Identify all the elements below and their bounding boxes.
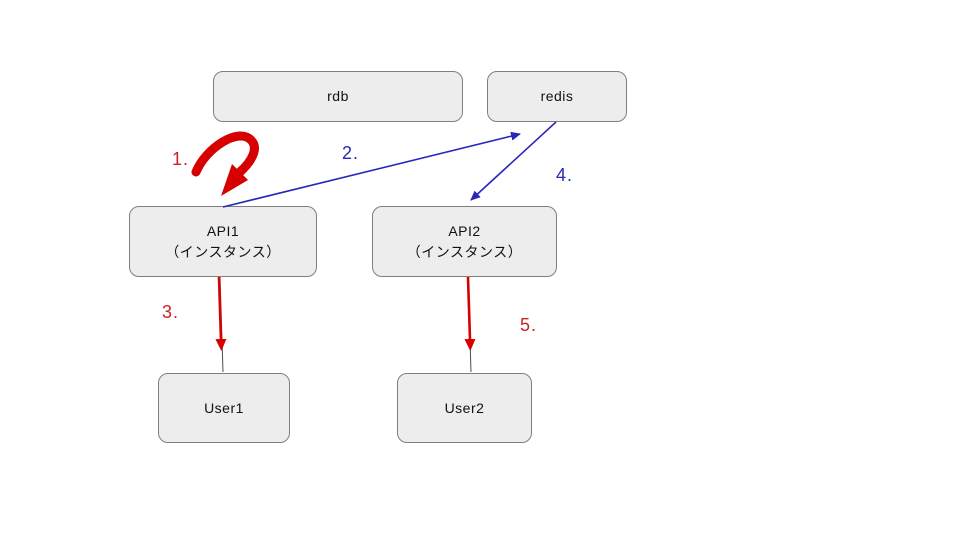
arrow-api1-to-user1 [215, 276, 227, 351]
self-loop-arrow-api1 [191, 131, 259, 196]
connector-api1-user1 [219, 276, 224, 373]
node-api1-label: API1 [206, 223, 240, 240]
node-user1-label: User1 [204, 399, 244, 416]
node-redis-label: redis [540, 88, 574, 105]
self-loop-arrow-shaft [191, 131, 259, 177]
step-label-2: 2. [342, 143, 360, 163]
node-user2-label: User2 [444, 399, 485, 416]
node-api2-sublabel: （インスタンス） [406, 243, 523, 260]
node-api1: API1 （インスタンス） [129, 206, 317, 277]
node-user1: User1 [158, 373, 290, 443]
connector-api2-user2 [467, 276, 472, 373]
node-redis: redis [487, 71, 627, 122]
arrow-api1-to-redis [222, 131, 521, 208]
self-loop-arrow-head [221, 164, 248, 196]
step-label-3: 3. [162, 302, 180, 322]
node-api2: API2 （インスタンス） [372, 206, 557, 277]
node-api1-sublabel: （インスタンス） [165, 243, 281, 260]
step-label-4: 4. [556, 165, 574, 185]
node-api2-label: API2 [448, 223, 481, 240]
step-label-1: 1. [172, 149, 190, 169]
step-label-5: 5. [520, 315, 538, 335]
node-rdb: rdb [213, 71, 463, 122]
node-rdb-label: rdb [327, 88, 349, 105]
node-user2: User2 [397, 373, 532, 443]
arrow-redis-to-api2 [470, 121, 557, 201]
arrow-api2-to-user2 [464, 276, 476, 351]
